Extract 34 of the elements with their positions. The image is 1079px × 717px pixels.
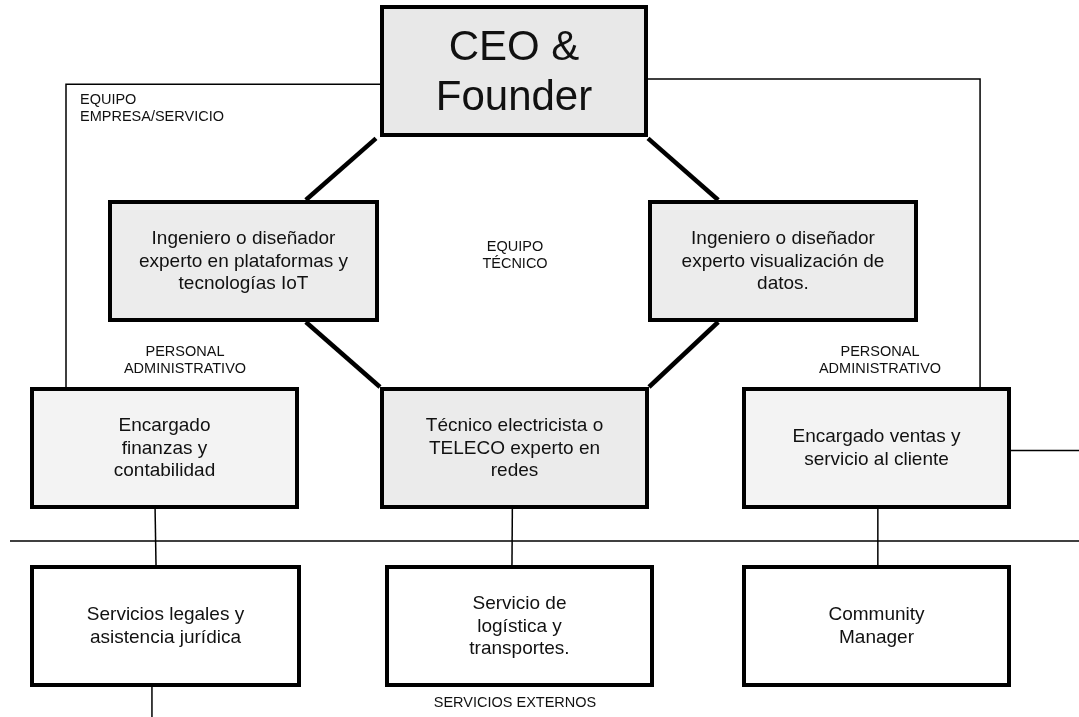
connector-line	[647, 78, 981, 388]
role-text: Ingeniero o diseñador experto en plataformas y tecnologías IoT	[137, 226, 350, 296]
group-label: PERSONAL ADMINISTRATIVO	[817, 343, 943, 377]
group-label: SERVICIOS EXTERNOS	[432, 694, 598, 711]
role-box	[380, 387, 649, 509]
role-box	[742, 565, 1011, 687]
connector-line	[646, 136, 720, 202]
connector-line	[647, 320, 720, 389]
role-box	[30, 565, 301, 687]
role-box	[380, 5, 648, 137]
role-text: Community Manager	[827, 603, 926, 649]
role-box	[742, 387, 1011, 509]
connector-line	[877, 508, 879, 566]
role-box	[648, 200, 918, 322]
role-text: Servicio de logística y transportes.	[468, 591, 571, 661]
role-text: Ingeniero o diseñador experto visualización de datos.	[680, 226, 886, 296]
connector-line	[304, 136, 378, 202]
role-box	[108, 200, 379, 322]
group-label: EQUIPO EMPRESA/SERVICIO	[80, 91, 225, 125]
group-label: PERSONAL ADMINISTRATIVO	[122, 343, 248, 377]
connector-line	[65, 83, 381, 388]
role-text: Encargado ventas y servicio al cliente	[791, 425, 962, 471]
connector-line	[154, 508, 157, 566]
role-box	[30, 387, 299, 509]
role-text: Encargado finanzas y contabilidad	[112, 413, 217, 483]
connector-line	[151, 686, 153, 717]
role-text: Servicios legales y asistencia jurídica	[85, 603, 246, 649]
connector-line	[511, 508, 514, 566]
connector-line	[1010, 449, 1079, 452]
group-label: EQUIPO TÉCNICO	[481, 238, 549, 272]
connector-line	[304, 320, 382, 389]
role-text: CEO & Founder	[434, 20, 594, 121]
role-text: Técnico electricista o TELECO experto en redes	[424, 413, 605, 483]
role-box	[385, 565, 654, 687]
